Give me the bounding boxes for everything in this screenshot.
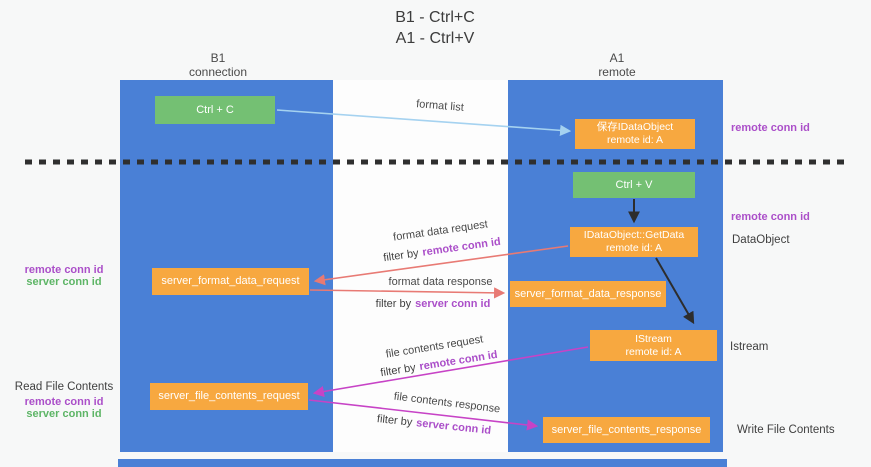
write-file-contents-label: Write File Contents (737, 424, 835, 436)
istream-box: IStream remote id: A (590, 330, 717, 361)
left-server-conn-id-mid: server conn id (26, 276, 102, 288)
right-column-name: A1 (609, 51, 625, 65)
ctrl-v-label: Ctrl + V (615, 178, 653, 191)
left-conn-id-block-mid: remote conn id server conn id (8, 264, 120, 288)
istream-side-label: Istream (730, 341, 769, 353)
left-conn-id-block-bottom: Read File Contents remote conn id server… (8, 381, 120, 420)
dataobject-label: DataObject (732, 234, 790, 246)
left-remote-conn-id-mid: remote conn id (24, 264, 104, 276)
left-column-role: connection (188, 65, 248, 79)
ctrl-v-box: Ctrl + V (573, 172, 695, 198)
server-conn-id-text-1: server conn id (415, 298, 491, 310)
title-line-2: A1 - Ctrl+V (395, 30, 475, 47)
istream-line2: remote id: A (625, 345, 682, 358)
ctrl-c-box: Ctrl + C (155, 96, 275, 124)
left-remote-conn-id-bottom: remote conn id (24, 396, 104, 408)
bottom-partial-element (118, 459, 727, 467)
server-file-contents-response-box: server_file_contents_response (543, 417, 710, 443)
save-dataobject-line1: 保存IDataObject (596, 121, 674, 133)
server-format-data-request-label: server_format_data_request (161, 275, 300, 287)
title-line-1: B1 - Ctrl+C (395, 9, 475, 26)
left-column-name: B1 (210, 51, 226, 65)
right-column-header: A1 remote (557, 51, 677, 79)
right-remote-conn-id-mid: remote conn id (731, 211, 810, 223)
save-dataobject-line2: remote id: A (606, 134, 664, 146)
server-format-data-response-label: server_format_data_response (514, 287, 662, 300)
ctrl-c-label: Ctrl + C (196, 103, 234, 116)
format-data-response-label: format data response (388, 276, 493, 288)
right-column-role: remote (598, 65, 636, 79)
diagram-title: B1 - Ctrl+C A1 - Ctrl+V (320, 7, 550, 49)
right-remote-conn-id-top: remote conn id (731, 122, 810, 134)
server-format-data-request-box: server_format_data_request (152, 268, 309, 295)
server-file-contents-request-label: server_file_contents_request (158, 390, 300, 402)
read-file-contents-label: Read File Contents (14, 381, 114, 393)
server-file-contents-response-label: server_file_contents_response (551, 423, 702, 436)
istream-line1: IStream (635, 332, 672, 345)
server-format-data-response-box: server_format_data_response (510, 281, 666, 307)
left-column-header: B1 connection (158, 51, 278, 79)
left-server-conn-id-bottom: server conn id (26, 408, 102, 420)
save-dataobject-box: 保存IDataObject remote id: A (575, 119, 695, 149)
getdata-box: IDataObject::GetData remote id: A (570, 227, 698, 257)
getdata-line1: IDataObject::GetData (583, 229, 685, 241)
server-file-contents-request-box: server_file_contents_request (150, 383, 308, 410)
getdata-line2: remote id: A (605, 242, 663, 254)
filter-by-text-2: filter by (375, 298, 412, 310)
